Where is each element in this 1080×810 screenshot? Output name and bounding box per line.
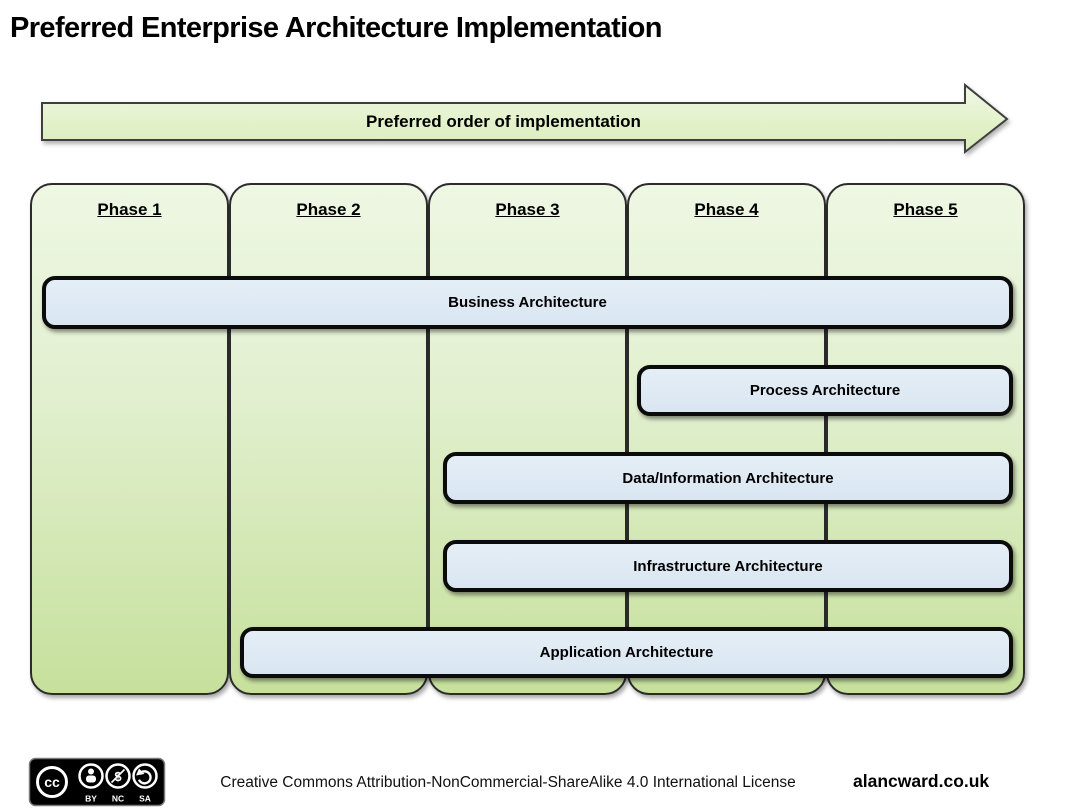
bar-process-architecture-label: Process Architecture <box>749 382 901 399</box>
license-text: Creative Commons Attribution-NonCommerci… <box>220 774 796 791</box>
phase-5-label: Phase 5 <box>893 200 958 219</box>
svg-text:cc: cc <box>44 774 60 790</box>
bar-infrastructure-architecture-label: Infrastructure Architecture <box>633 557 823 575</box>
nc-icon: $ <box>105 763 131 789</box>
phase-column-3: Phase 3 <box>428 183 627 695</box>
sa-icon <box>132 763 158 789</box>
phase-2-label: Phase 2 <box>296 200 361 219</box>
phase-4-label: Phase 4 <box>694 200 759 219</box>
phase-column-5: Phase 5 <box>826 183 1025 695</box>
badge-nc-text: NC <box>112 794 124 804</box>
phase-1-label: Phase 1 <box>97 200 162 219</box>
order-arrow <box>41 82 1009 155</box>
phase-column-2: Phase 2 <box>229 183 428 695</box>
order-arrow-label: Preferred order of implementation <box>366 111 641 131</box>
phase-column-4: Phase 4 <box>627 183 826 695</box>
by-icon <box>78 763 104 789</box>
badge-by-text: BY <box>85 794 97 804</box>
arrow-shape <box>41 82 1009 155</box>
cc-license-badge: cc $ BY NC SA <box>28 757 166 807</box>
phase-3-label: Phase 3 <box>495 200 560 219</box>
bar-application-architecture-label: Application Architecture <box>539 644 714 661</box>
bar-data-information-architecture-label: Data/Information Architecture <box>622 469 834 487</box>
website-text: alancward.co.uk <box>853 771 990 791</box>
bar-infrastructure-architecture: Infrastructure Architecture <box>443 540 1013 592</box>
bar-business-architecture-label: Business Architecture <box>448 294 607 311</box>
bar-data-information-architecture: Data/Information Architecture <box>443 452 1013 504</box>
cc-logo-icon: cc <box>36 766 68 798</box>
badge-sa-text: SA <box>139 794 151 804</box>
page-title: Preferred Enterprise Architecture Implem… <box>10 12 662 44</box>
bar-application-architecture: Application Architecture <box>240 627 1013 678</box>
bar-business-architecture: Business Architecture <box>42 276 1013 329</box>
bar-process-architecture: Process Architecture <box>637 365 1013 416</box>
phase-column-1: Phase 1 <box>30 183 229 695</box>
